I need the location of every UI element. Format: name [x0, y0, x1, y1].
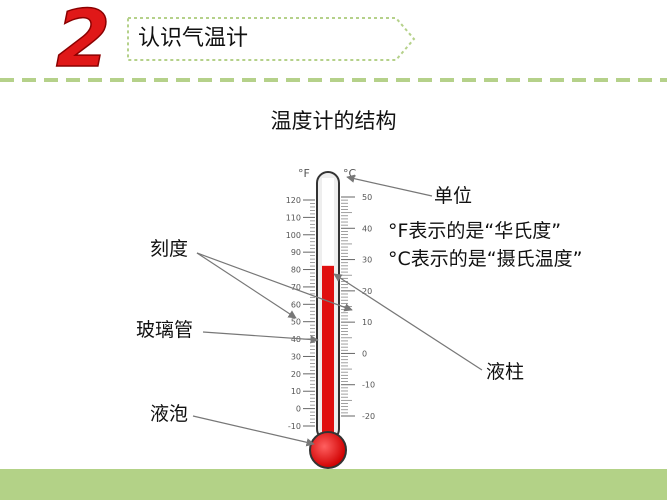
fahrenheit-tick-label: 110: [286, 213, 301, 222]
fahrenheit-tick-label: 50: [291, 318, 301, 327]
footer-band: [0, 469, 667, 500]
fahrenheit-tick-label: 10: [291, 387, 301, 396]
liquid-column: [322, 265, 334, 444]
celsius-tick-label: 50: [362, 193, 372, 202]
liquid-column-label: 液柱: [486, 361, 525, 383]
celsius-tick-label: -10: [362, 381, 375, 390]
celsius-tick-label: 40: [362, 224, 372, 233]
header-divider: [0, 78, 667, 82]
section-number: 2: [56, 2, 110, 74]
fahrenheit-tick-label: -10: [288, 422, 301, 431]
scale-arrow-1: [196, 252, 297, 319]
liquid-bulb: [309, 431, 347, 469]
celsius-description: °C表示的是“摄氏温度”: [388, 248, 583, 270]
fahrenheit-tick-label: 120: [286, 196, 301, 205]
bulb-label: 液泡: [150, 403, 189, 425]
glass-tube-label: 玻璃管: [136, 319, 194, 341]
celsius-tick-label: 20: [362, 287, 372, 296]
fahrenheit-unit-label: °F: [298, 167, 310, 180]
celsius-tick-label: 30: [362, 256, 372, 265]
fahrenheit-tick-label: 70: [291, 283, 301, 292]
fahrenheit-description: °F表示的是“华氏度”: [388, 220, 562, 242]
fahrenheit-tick-label: 90: [291, 248, 301, 257]
fahrenheit-tick-label: 30: [291, 352, 301, 361]
celsius-scale: 50 40 30 20 10 0 -10 -20: [341, 193, 375, 421]
glass-tube-arrow: [202, 331, 319, 344]
fahrenheit-tick-label: 0: [296, 405, 301, 414]
celsius-tick-label: -20: [362, 412, 375, 421]
section-number-graphic: 2: [55, 2, 110, 74]
liquid-column-arrow: [333, 273, 483, 371]
unit-arrow: [346, 174, 433, 197]
scale-arrow-2: [196, 252, 353, 312]
bulb-arrow: [192, 415, 315, 447]
slide-title: 认识气温计: [138, 26, 249, 51]
section-heading: 温度计的结构: [270, 109, 397, 133]
celsius-tick-label: 0: [362, 349, 367, 358]
fahrenheit-tick-label: 60: [291, 300, 301, 309]
fahrenheit-tick-label: 100: [286, 231, 301, 240]
unit-label: 单位: [434, 185, 473, 207]
title-banner: [127, 17, 416, 61]
fahrenheit-tick-label: 20: [291, 370, 301, 379]
celsius-tick-label: 10: [362, 318, 372, 327]
fahrenheit-tick-label: 80: [291, 266, 301, 275]
fahrenheit-tick-label: 40: [291, 335, 301, 344]
scale-label: 刻度: [150, 238, 189, 260]
